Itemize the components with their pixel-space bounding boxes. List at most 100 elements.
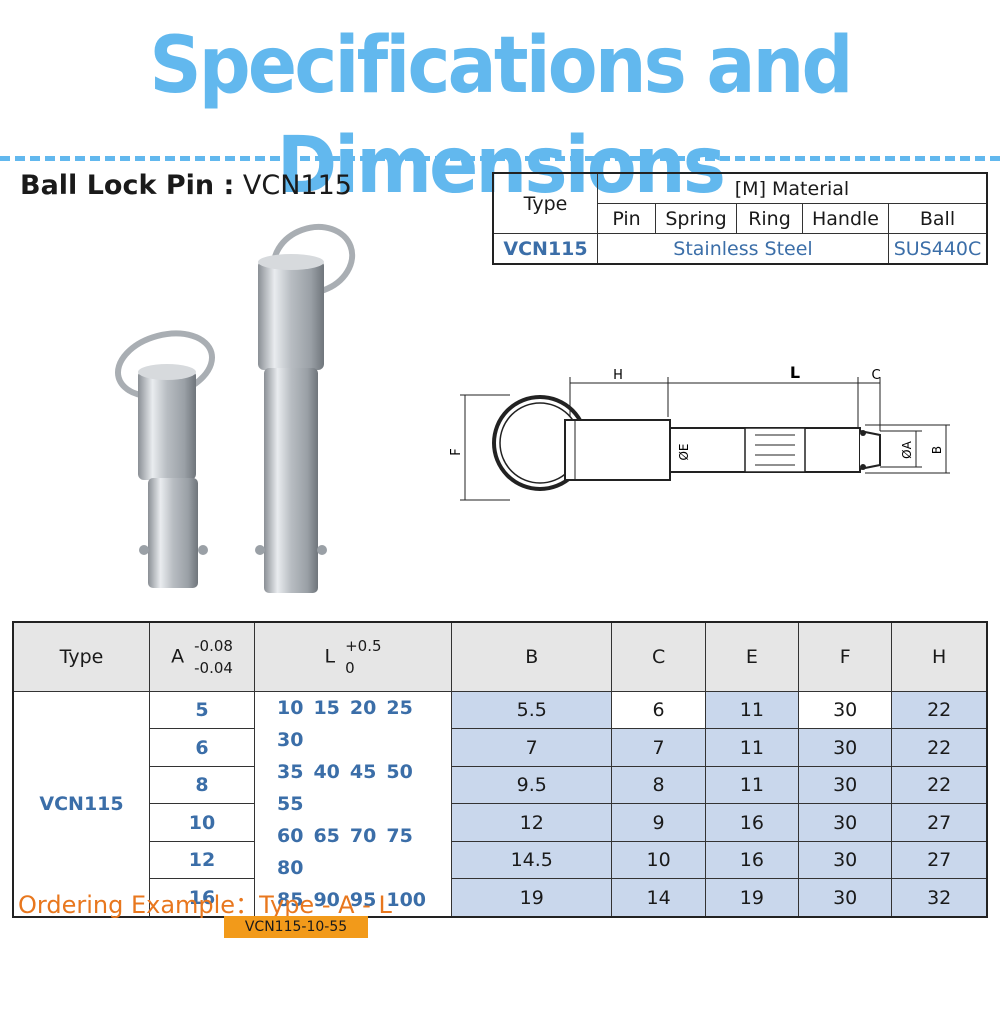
l-value: 60 [277,825,304,847]
table-row: 8 9.5 8 11 30 22 [13,765,988,805]
spec-a-value: 8 [149,765,255,805]
ordering-example-code: VCN115-10-55 [224,916,368,938]
dim-l-label: L [790,363,800,382]
material-type-header: Type [492,172,598,234]
spec-header-f: F [798,621,893,692]
spec-header-l-label: L [324,645,336,668]
spec-c-value: 14 [611,878,706,918]
technical-diagram: H L C F ØE ØA B [449,363,950,501]
l-value: 85 [277,889,304,911]
l-value: 50 [386,761,413,783]
table-row: 12 14.5 10 16 30 27 [13,840,988,880]
spec-type-value: VCN115 [12,691,150,918]
l-value: 65 [313,825,340,847]
spec-h-value: 22 [891,690,988,730]
product-model: VCN115 [234,170,352,201]
spec-header-a-tolerance: -0.08-0.04 [194,635,233,679]
dim-a-label: ØA [900,440,914,458]
spec-b-value: 12 [450,803,613,842]
table-row: 6 7 7 11 30 22 [13,728,988,767]
spec-header-b: B [450,621,613,692]
spec-f-value: 30 [798,728,893,767]
product-label: Ball Lock Pin : [20,170,235,201]
l-values-line: 35 40 45 50 55 [277,756,451,820]
spec-f-value: 30 [798,840,893,880]
ordering-example-label: Ordering Example：Type - A - L [18,891,392,919]
a-tol-lower: -0.04 [194,659,233,677]
spec-h-value: 32 [891,878,988,918]
spec-h-value: 22 [891,728,988,767]
spec-c-value: 7 [611,728,706,767]
l-value: 40 [313,761,340,783]
spec-header-e: E [704,621,800,692]
dim-c-label: C [871,368,880,383]
l-value: 90 [313,889,340,911]
material-sub-pin: Pin [597,203,656,234]
spec-b-value: 19 [450,878,613,918]
spec-h-value: 27 [891,803,988,842]
product-title: Ball Lock Pin : VCN115 [20,170,352,201]
spec-a-value: 10 [149,803,255,842]
l-value: 30 [277,729,304,751]
l-value: 35 [277,761,304,783]
spec-c-value: 6 [611,690,706,730]
spec-c-value: 9 [611,803,706,842]
spec-b-value: 9.5 [450,765,613,805]
spec-a-value: 16 [149,878,255,918]
spec-e-value: 19 [704,878,800,918]
spec-f-value: 30 [798,803,893,842]
table-row: 10 12 9 16 30 27 [13,803,988,842]
l-value: 100 [386,889,427,911]
dashed-divider [0,156,1000,161]
spec-b-value: 14.5 [450,840,613,880]
spec-a-value: 12 [149,840,255,880]
spec-e-value: 16 [704,803,800,842]
dim-e-label: ØE [677,443,691,460]
spec-b-value: 7 [450,728,613,767]
spec-header-a-label: A [171,645,185,668]
material-sub-ring: Ring [736,203,803,234]
dim-b-label: B [930,446,944,454]
page-title: Specifications and Dimensions [149,21,853,211]
spec-e-value: 16 [704,840,800,880]
spec-a-value: 5 [149,690,255,730]
spec-b-value: 5.5 [450,690,613,730]
l-value: 95 [349,889,377,911]
spec-header-c: C [611,621,706,692]
spec-h-value: 27 [891,840,988,880]
l-value: 70 [349,825,377,847]
spec-c-value: 10 [611,840,706,880]
spec-c-value: 8 [611,765,706,805]
material-sub-handle: Handle [802,203,889,234]
material-row-material: Stainless Steel [597,233,889,265]
spec-f-value: 30 [798,690,893,730]
spec-f-value: 30 [798,878,893,918]
material-header: [M] Material [597,172,988,204]
material-row-type: VCN115 [492,233,598,265]
spec-e-value: 11 [704,728,800,767]
material-sub-spring: Spring [655,203,737,234]
l-value: 45 [349,761,377,783]
l-value: 25 [386,697,413,719]
spec-header-type: Type [12,621,150,692]
table-row: 16 19 14 19 30 32 [13,878,988,918]
dim-h-label: H [613,368,623,383]
spec-f-value: 30 [798,765,893,805]
spec-h-value: 22 [891,765,988,805]
l-value: 10 [277,697,304,719]
l-value: 20 [349,697,377,719]
material-row-ball: SUS440C [888,233,988,265]
spec-e-value: 11 [704,765,800,805]
l-value: 55 [277,793,304,815]
dim-f-label: F [449,448,464,455]
spec-header-h: H [891,621,988,692]
l-value: 75 [386,825,413,847]
spec-e-value: 11 [704,690,800,730]
material-sub-ball: Ball [888,203,988,234]
